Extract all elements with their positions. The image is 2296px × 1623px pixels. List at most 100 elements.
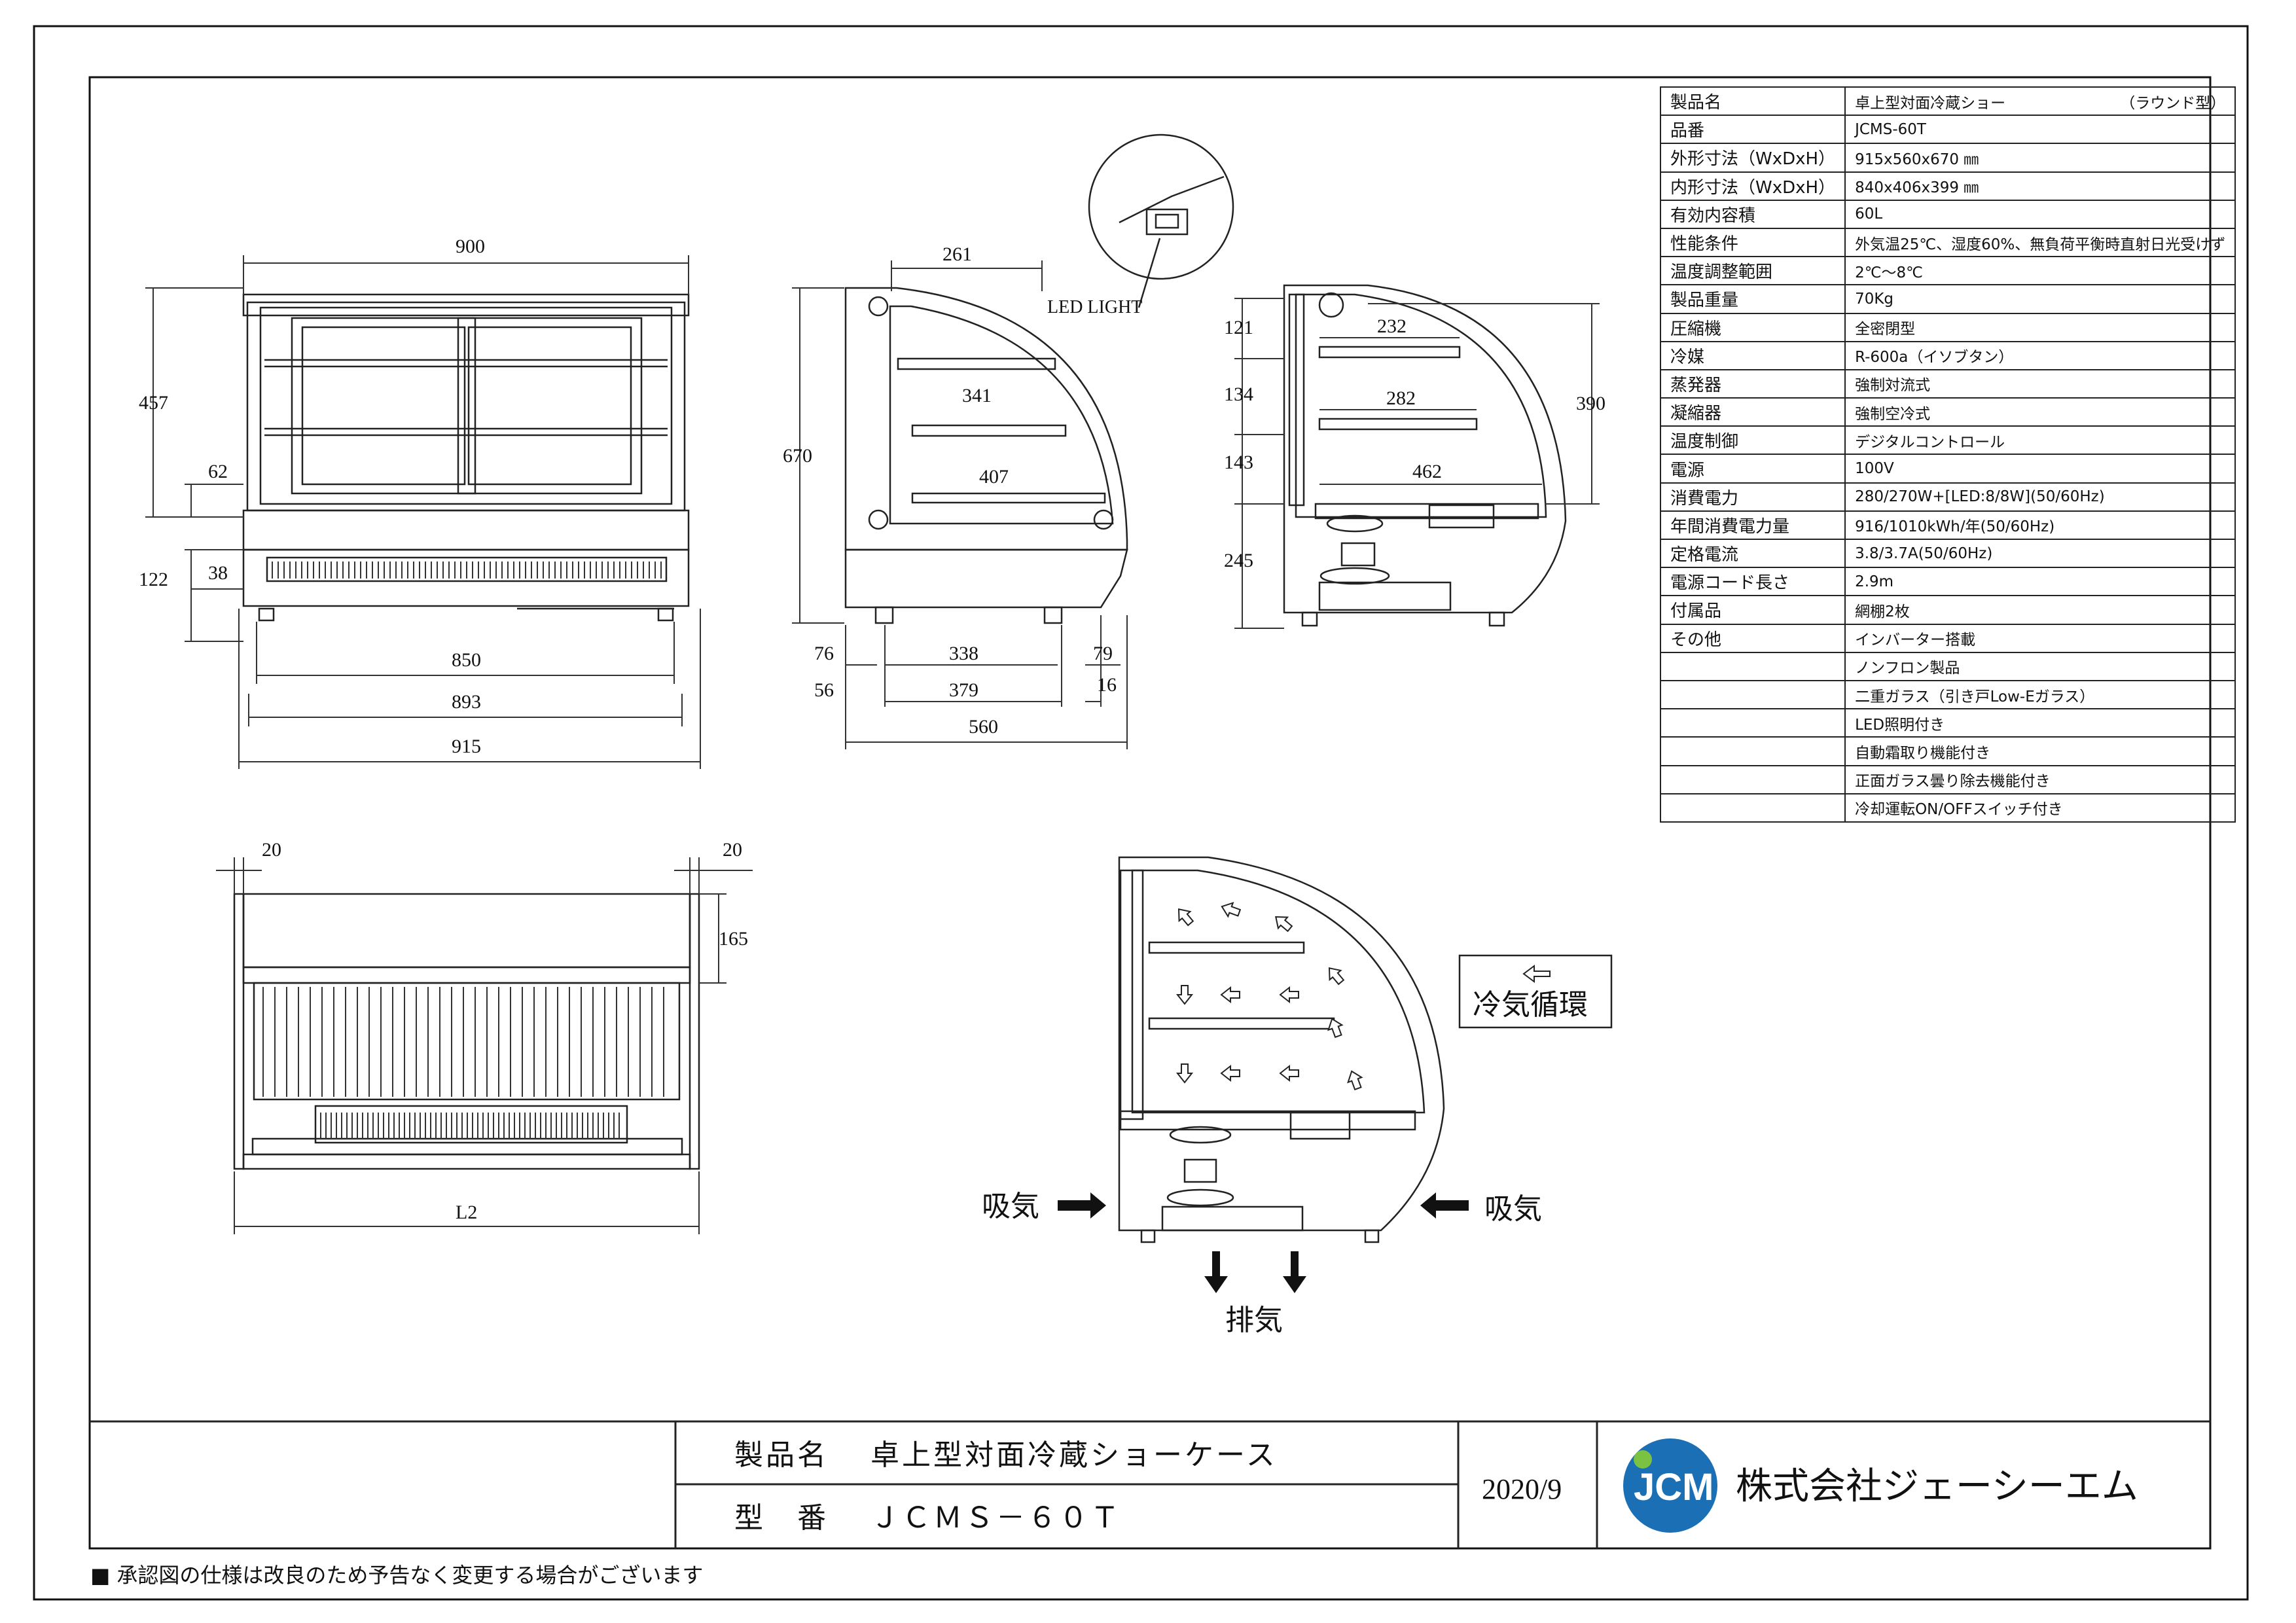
flow-arrow-icon [1328, 967, 1345, 986]
section-dimensions [1234, 298, 1600, 629]
spec-value: 916/1010kWh/年(50/60Hz) [1844, 510, 2236, 541]
dim-section-232: 232 [1377, 315, 1407, 337]
spec-key: 凝縮器 [1659, 397, 1846, 427]
spec-key: 年間消費電力量 [1659, 510, 1846, 541]
spec-value: 2.9m [1844, 567, 2236, 597]
outer-frame [33, 25, 2249, 1601]
spec-value: 外気温25℃、湿度60%、無負荷平衡時直射日光受けず [1844, 227, 2236, 258]
dim-rear-20-left: 20 [262, 839, 281, 861]
dim-front-900: 900 [456, 236, 485, 257]
spec-value: 2℃～8℃ [1844, 256, 2236, 286]
airflow-arrows [1175, 902, 1363, 1091]
spec-key: 電源 [1659, 454, 1846, 484]
spec-key [1659, 651, 1846, 681]
company-name: 株式会社ジェーシーエム [1736, 1465, 2138, 1508]
spec-row: 外形寸法（WxDxH）915x560x670 ㎜ [1659, 143, 2236, 173]
spec-value: 280/270W+[LED:8/8W](50/60Hz) [1844, 482, 2236, 512]
front-dimensions [145, 255, 701, 769]
dim-rear-20-right: 20 [723, 839, 742, 861]
rear-grille [262, 987, 664, 1139]
dim-front-915: 915 [452, 736, 481, 757]
footer-note: ■ 承認図の仕様は改良のため予告なく変更する場合がございます [90, 1563, 704, 1588]
spec-header-row: 製品名 卓上型対面冷蔵ショー（ラウンド型） [1659, 86, 2236, 116]
flow-arrow-icon [1347, 1070, 1363, 1091]
intake-left-label: 吸気 [982, 1190, 1039, 1223]
spec-row: 温度制御デジタルコントロール [1659, 425, 2236, 455]
dim-side-56: 56 [814, 679, 834, 701]
arrow-down-exhaust-2 [1283, 1251, 1306, 1293]
spec-row: LED照明付き [1659, 708, 2236, 738]
dim-front-893: 893 [452, 691, 481, 713]
spec-key: その他 [1659, 623, 1846, 653]
product-name-label: 製品名 [734, 1438, 829, 1472]
flow-arrow-icon [1221, 902, 1242, 918]
spec-key: 温度制御 [1659, 425, 1846, 455]
flow-arrow-icon [1327, 1018, 1344, 1039]
spec-key: 消費電力 [1659, 482, 1846, 512]
company-logo: JCM [1623, 1438, 1717, 1533]
spec-key: 有効内容積 [1659, 199, 1846, 229]
dim-section-390: 390 [1576, 393, 1605, 414]
dim-section-134: 134 [1224, 383, 1253, 405]
spec-key: 電源コード長さ [1659, 567, 1846, 597]
flow-arrow-icon [1279, 1064, 1299, 1082]
airflow-legend-box [1458, 954, 1613, 1029]
spec-value: 100V [1844, 454, 2236, 484]
spec-row: 自動霜取り機能付き [1659, 736, 2236, 766]
title-block [90, 1420, 2210, 1548]
dim-section-462: 462 [1412, 461, 1442, 482]
flow-arrow-icon [1175, 985, 1194, 1005]
legend-arrow-icon [1522, 965, 1551, 983]
spec-value: 強制対流式 [1844, 368, 2236, 399]
logo-text: JCM [1634, 1466, 1713, 1508]
spec-value: 正面ガラス曇り除去機能付き [1844, 764, 2236, 794]
airflow-diagram [1118, 856, 1445, 1243]
dim-rear-165: 165 [719, 928, 748, 950]
spec-key: 製品名 [1659, 86, 1846, 116]
dim-side-670: 670 [783, 445, 812, 467]
dim-section-282: 282 [1386, 387, 1416, 409]
spec-key: 蒸発器 [1659, 368, 1846, 399]
spec-value: 840x406x399 ㎜ [1844, 171, 2236, 201]
spec-value: 強制空冷式 [1844, 397, 2236, 427]
spec-key: 外形寸法（WxDxH） [1659, 143, 1846, 173]
spec-round-tag: （ラウンド型） [2120, 94, 2226, 112]
dim-side-341: 341 [962, 385, 992, 406]
spec-row: 蒸発器強制対流式 [1659, 368, 2236, 399]
dim-side-79: 79 [1093, 643, 1113, 664]
spec-value: R-600a（イソブタン） [1844, 340, 2236, 370]
dim-front-457: 457 [139, 392, 168, 414]
spec-key: 付属品 [1659, 595, 1846, 625]
airflow-big-arrows [1058, 1192, 1469, 1293]
side-dimensions [792, 260, 1128, 749]
spec-value: デジタルコントロール [1844, 425, 2236, 455]
rear-view [233, 893, 700, 1170]
dim-front-122: 122 [139, 569, 168, 590]
drawing-date: 2020/9 [1482, 1473, 1562, 1505]
spec-row: 性能条件外気温25℃、湿度60%、無負荷平衡時直射日光受けず [1659, 227, 2236, 258]
flow-arrow-icon [1220, 1064, 1240, 1082]
led-light-label: LED LIGHT [1047, 297, 1142, 317]
dim-section-143: 143 [1224, 452, 1253, 473]
spec-key: 品番 [1659, 115, 1846, 145]
spec-value: JCMS-60T [1844, 115, 2236, 145]
front-view [242, 293, 690, 622]
spec-row: 付属品網棚2枚 [1659, 595, 2236, 625]
intake-right-label: 吸気 [1484, 1192, 1542, 1226]
spec-value: 冷却運転ON/OFFスイッチ付き [1844, 793, 2236, 823]
spec-row: 二重ガラス（引き戸Low-Eガラス） [1659, 679, 2236, 710]
spec-value: LED照明付き [1844, 708, 2236, 738]
arrow-right-intake-left [1058, 1192, 1106, 1219]
model-number: ＪＣＭＳ－６０Ｔ [870, 1501, 1122, 1535]
flow-arrow-icon [1275, 916, 1293, 933]
spec-value: 卓上型対面冷蔵ショー（ラウンド型） [1844, 86, 2236, 116]
side-view [844, 287, 1128, 624]
spec-value: 3.8/3.7A(50/60Hz) [1844, 538, 2236, 569]
dim-side-16: 16 [1097, 674, 1117, 696]
